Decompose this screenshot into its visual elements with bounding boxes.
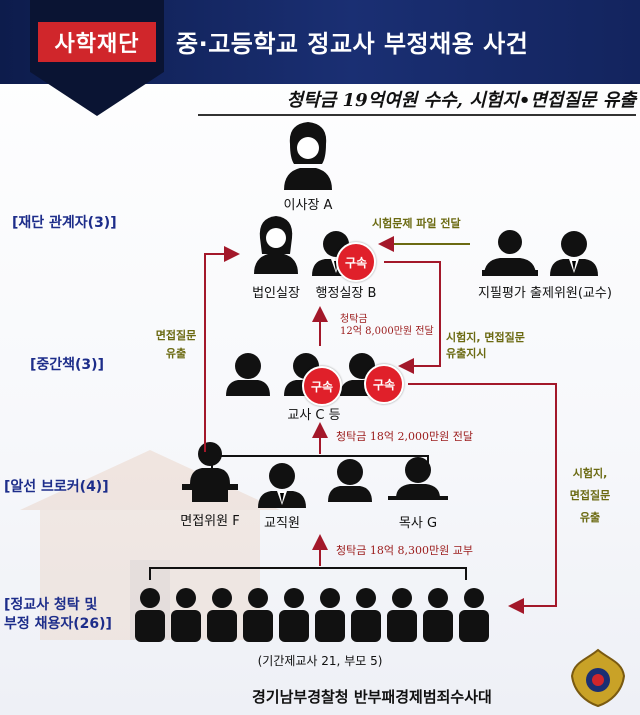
staff-icon [258,463,306,508]
note-interview-leak-2: 유출 [165,347,187,360]
arrow-exam-leak [408,383,557,614]
label-interviewer: 면접위원 F [180,514,240,529]
label-chairman: 이사장 A [283,198,333,213]
arrest-badge-teacher-2: 구속 [302,366,342,406]
label-corp-chief: 법인실장 [252,286,300,301]
footer-agency: 경기남부경찰청 반부패경제범죄수사대 [252,688,492,706]
arrow-leak-order [384,261,441,374]
role-foundation: [재단 관계자(3)] [12,215,117,231]
interviewer-icon [182,442,238,502]
examiner-1-icon [482,230,538,276]
label-applicants: (기간제교사 21, 부모 5) [257,654,383,668]
applicants-bracket [149,567,467,580]
label-pastor: 목사 G [398,516,438,531]
note-leak-order-2: 유출지시 [446,347,487,360]
category-tag: 사학재단 [38,22,156,62]
brokers-bracket [211,455,429,468]
label-admin-chief: 행정실장 B [315,286,377,301]
arrest-badge-admin-chief: 구속 [336,242,376,282]
note-leak-order-1: 시험지, 면접질문 [446,331,525,344]
arrow-interview-leak [204,246,240,452]
note-exam-leak-1: 시험지, [572,467,608,480]
police-emblem-icon [570,648,626,708]
label-teachers: 교사 C 등 [287,408,341,423]
label-examiners: 지필평가 출제위원(교수) [478,286,612,301]
note-interview-leak-1: 면접질문 [155,329,197,342]
note-exam-leak-3: 유출 [579,511,601,524]
pastor-icon [388,457,448,500]
note-bribe-to-c: 청탁금 18억 2,000만원 전달 [336,430,473,443]
teacher-1-icon [226,353,270,396]
note-bribe-to-b-2: 12억 8,000만원 전달 [340,326,434,337]
role-applicants: [정교사 청탁 및 부정 채용자(26)] [4,597,112,632]
role-broker: [알선 브로커(4)] [4,479,109,495]
corp-chief-icon [254,216,298,274]
note-exam-file: 시험문제 파일 전달 [372,217,461,230]
arrest-badge-teacher-3: 구속 [364,364,404,404]
broker-person-icon [328,459,372,502]
page-title: 중·고등학교 정교사 부정채용 사건 [176,30,529,58]
label-staff: 교직원 [264,516,300,531]
applicants-icon [135,588,489,642]
examiner-2-icon [550,231,598,276]
role-middle: [중간책(3)] [30,357,104,373]
note-bribe-to-b-1: 청탁금 [340,314,368,325]
page-subtitle: 청탁금 19억여원 수수, 시험지•면접질문 유출 [198,86,636,116]
chairman-icon [284,122,332,190]
note-exam-leak-2: 면접질문 [569,489,611,502]
note-bribe-paid: 청탁금 18억 8,300만원 교부 [336,544,473,557]
